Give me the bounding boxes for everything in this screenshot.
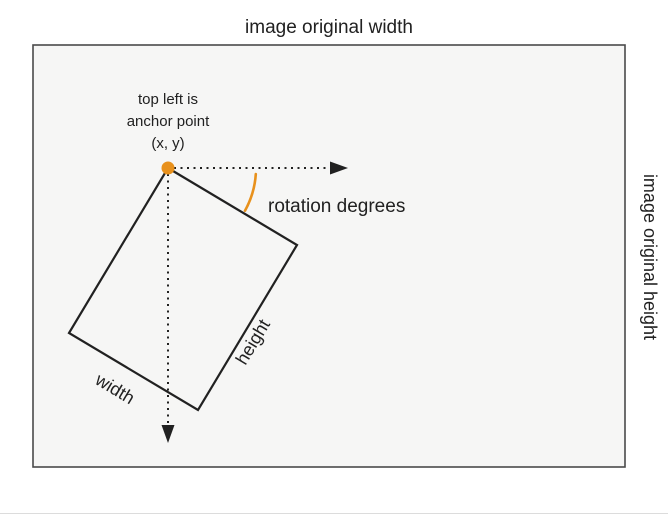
anchor-note-line2: anchor point [127,113,210,130]
anchor-point-marker [161,161,175,175]
anchor-note-line1: top left is [138,91,198,108]
page-bottom-divider [0,513,668,514]
image-original-height-label: image original height [640,174,660,340]
right-arrowhead-icon [330,161,348,175]
rotation-arc [243,172,258,212]
anchor-note-line3: (x, y) [151,135,184,152]
image-frame [32,44,626,468]
down-arrowhead-icon [161,425,175,443]
rotation-degrees-label: rotation degrees [268,196,405,217]
rotated-bounding-box [67,166,299,412]
image-original-width-label: image original width [245,17,413,38]
